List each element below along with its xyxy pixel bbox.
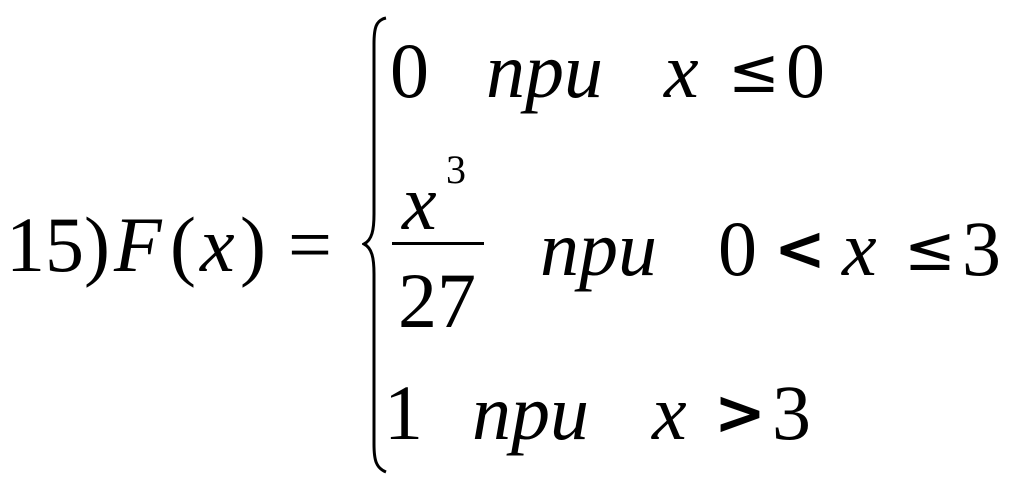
case2-condition-word: npu — [540, 205, 657, 292]
case2-variable: x — [842, 205, 877, 292]
function-name: F — [114, 201, 162, 288]
equals-sign: = — [288, 201, 332, 288]
case3-operator: > — [714, 376, 766, 449]
case2-operator-less: < — [774, 212, 826, 285]
case1-variable: x — [664, 27, 699, 114]
case1-value: 0 — [390, 27, 429, 114]
case1-operator: ≤ — [728, 34, 780, 107]
right-paren: ) — [240, 201, 266, 288]
case2-upper-bound: 3 — [962, 205, 1001, 292]
case2-operator-leq: ≤ — [904, 212, 956, 285]
left-paren: ( — [170, 201, 196, 288]
case3-bound: 3 — [772, 369, 811, 456]
case3-value: 1 — [384, 369, 423, 456]
case2-lower-bound: 0 — [718, 205, 757, 292]
case3-condition-word: npu — [472, 369, 589, 456]
case1-bound: 0 — [786, 27, 825, 114]
left-brace — [362, 16, 387, 474]
fraction-bar — [392, 242, 484, 245]
function-argument: x — [200, 201, 235, 288]
fraction-denominator: 27 — [398, 257, 476, 344]
fraction-numerator-variable: x — [402, 159, 437, 246]
case3-variable: x — [652, 369, 687, 456]
problem-number: 15) — [6, 201, 110, 288]
fraction-numerator-exponent: 3 — [446, 147, 466, 192]
case1-condition-word: npu — [486, 27, 603, 114]
